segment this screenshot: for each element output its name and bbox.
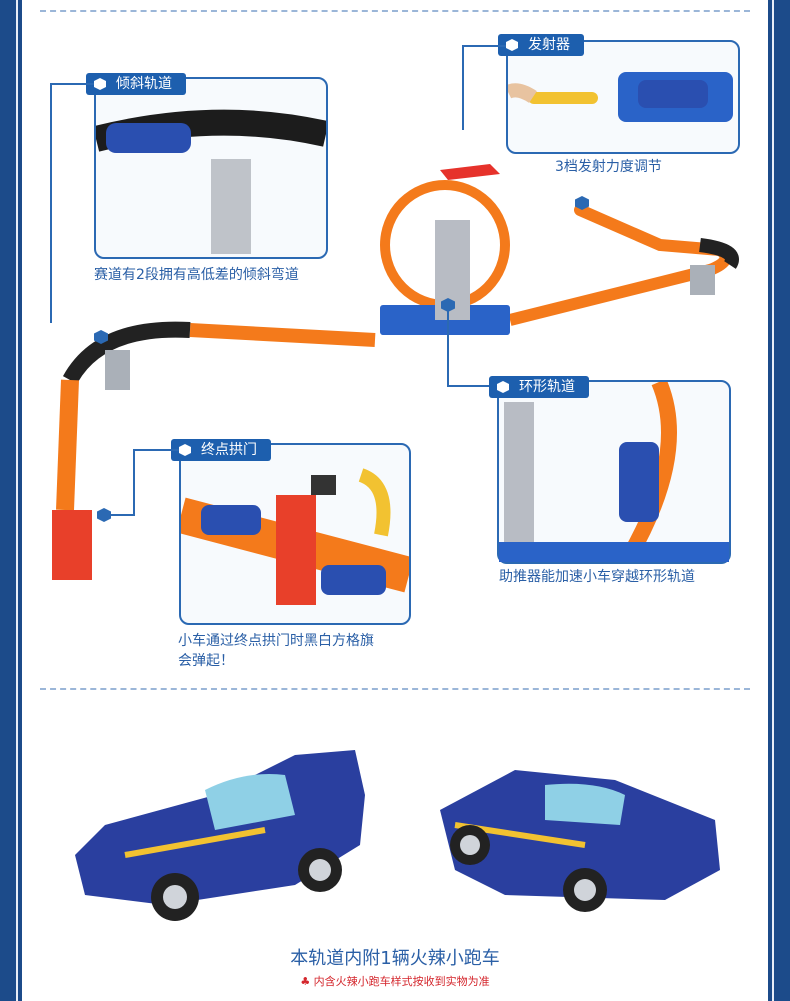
bottom-note: ♣ 内含火辣小跑车样式按收到实物为准 — [0, 973, 790, 989]
caption-finish-line2: 会弹起！ — [178, 653, 234, 669]
caption-finish-line1: 小车通过终点拱门时黑白方格旗 — [178, 633, 374, 649]
marker-loop — [441, 298, 455, 312]
middle-dashed-divider — [40, 688, 750, 690]
marker-finish — [97, 508, 111, 522]
top-dashed-divider — [40, 10, 750, 12]
connector-tilt-vertical — [50, 83, 52, 323]
tag-label: 倾斜轨道 — [116, 76, 172, 92]
car-left-view — [75, 750, 365, 921]
track-segment-launch — [574, 204, 726, 256]
tilt-track-photo — [96, 109, 326, 254]
caption-launcher: 3档发射力度调节 — [555, 159, 662, 175]
track-segment-downhill — [56, 379, 79, 511]
connector-loop-horizontal — [447, 385, 489, 387]
tag-loop-track: 环形轨道 — [489, 376, 589, 398]
track-support-right — [690, 265, 715, 295]
connector-finish-vertical — [133, 449, 135, 514]
callout-finish-gate — [179, 443, 411, 625]
track-support-left — [105, 350, 130, 390]
right-border — [768, 0, 790, 1001]
finish-gate-base — [52, 510, 92, 580]
tag-finish-gate: 终点拱门 — [171, 439, 271, 461]
warning-icon: ♣ — [300, 975, 314, 988]
connector-loop-vertical — [447, 305, 449, 385]
track-illustration — [52, 164, 739, 580]
connector-launcher-horizontal — [462, 45, 506, 47]
caption-tilt-track: 赛道有2段拥有高低差的倾斜弯道 — [94, 267, 299, 283]
marker-tilt — [94, 330, 108, 344]
tag-tilt-track: 倾斜轨道 — [86, 73, 186, 95]
connector-tilt-horizontal — [50, 83, 94, 85]
track-segment-straight — [189, 323, 376, 347]
tag-label: 发射器 — [528, 37, 570, 53]
connector-launcher-vertical — [462, 45, 464, 130]
connector-finish-top — [133, 449, 179, 451]
bottom-note-text: 内含火辣小跑车样式按收到实物为准 — [313, 975, 490, 988]
tag-label: 终点拱门 — [201, 442, 257, 458]
bottom-title: 本轨道内附1辆火辣小跑车 — [290, 948, 500, 969]
callout-launcher — [506, 40, 740, 154]
caption-loop-track: 助推器能加速小车穿越环形轨道 — [499, 569, 695, 585]
tag-label: 环形轨道 — [519, 379, 575, 395]
connector-finish-horizontal — [107, 514, 135, 516]
loop-track-photo — [499, 382, 729, 562]
callout-tilt-track — [94, 77, 328, 259]
hot-wheels-logo — [440, 164, 500, 180]
tag-launcher: 发射器 — [498, 34, 584, 56]
track-tilt-black-right — [699, 238, 739, 269]
car-right-view — [440, 770, 720, 912]
left-border — [0, 0, 22, 1001]
callout-loop-track — [497, 380, 731, 564]
marker-launcher — [575, 196, 589, 210]
launcher-photo — [508, 72, 733, 122]
finish-gate-photo — [181, 468, 409, 605]
track-tilt-black-left — [62, 321, 191, 385]
